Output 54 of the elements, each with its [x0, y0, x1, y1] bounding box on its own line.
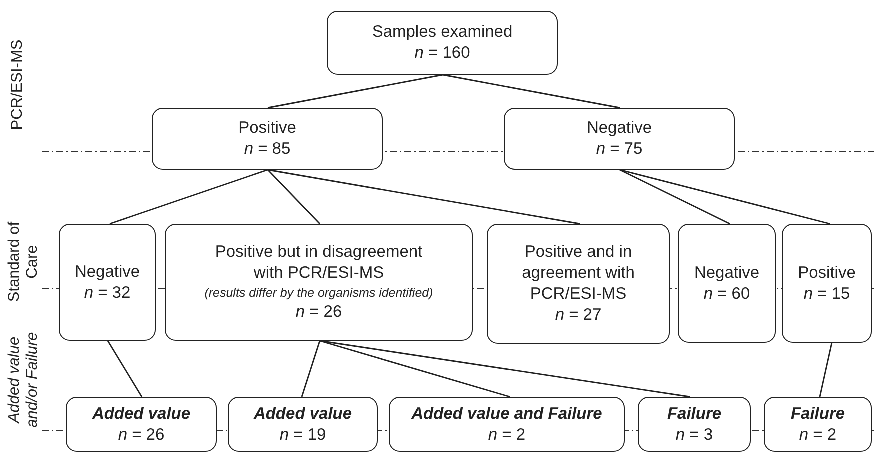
- category-box: [152, 108, 383, 170]
- category-box: [782, 224, 872, 343]
- count-text: n = 85: [244, 139, 291, 160]
- category-label: Positive: [238, 118, 296, 139]
- connector-line: [110, 169, 268, 225]
- outcome-box: [764, 397, 872, 452]
- count-text: n = 32: [84, 282, 131, 304]
- connector-line: [268, 170, 320, 224]
- connector-line: [268, 74, 444, 109]
- connector-line: [442, 74, 620, 109]
- note-text: (results differ by the organisms identified): [204, 285, 434, 302]
- outcome-box: [66, 397, 217, 452]
- count-text: n = 15: [804, 284, 850, 304]
- category-box: [327, 11, 558, 75]
- connector-line: [620, 169, 730, 225]
- count-text: n = 75: [596, 139, 643, 160]
- connector-line: [320, 340, 690, 398]
- category-label: Negative: [694, 262, 760, 284]
- outcome-label: Failure: [790, 404, 846, 424]
- connector-line: [620, 169, 830, 225]
- connector-line: [107, 340, 143, 398]
- connector-line: [268, 169, 580, 225]
- count-text: n = 3: [676, 424, 714, 446]
- category-label: Negative: [586, 118, 652, 139]
- count-text: n = 26: [118, 424, 165, 446]
- outcome-box: [638, 397, 751, 452]
- row-heading: Standard of Care: [6, 220, 42, 304]
- outcome-label: Added value and Failure: [412, 404, 602, 424]
- count-text: n = 2: [799, 424, 837, 446]
- category-box: [59, 224, 156, 341]
- connector-line: [301, 340, 321, 398]
- category-box: [487, 224, 670, 344]
- outcome-box: [389, 397, 625, 452]
- outcome-box: [228, 397, 378, 452]
- category-label: Samples examined: [372, 22, 513, 43]
- category-label: Negative: [74, 262, 140, 282]
- category-box: [165, 224, 473, 341]
- category-label: Positive: [798, 262, 856, 284]
- category-label: Positive but in disagreement with PCR/ESI-MS: [214, 242, 424, 284]
- count-text: n = 160: [414, 43, 470, 64]
- row-heading: Added value and/or Failure: [6, 331, 42, 430]
- category-box: [504, 108, 735, 170]
- outcome-label: Added value: [92, 404, 191, 424]
- count-text: n = 26: [296, 302, 342, 323]
- count-text: n = 2: [488, 424, 526, 446]
- connector-line: [819, 342, 833, 398]
- count-text: n = 19: [280, 424, 326, 446]
- count-text: n = 27: [555, 305, 602, 326]
- count-text: n = 60: [704, 284, 750, 304]
- connector-line: [320, 340, 510, 398]
- outcome-label: Failure: [667, 404, 722, 424]
- category-box: [678, 224, 776, 343]
- row-heading: PCR/ESI-MS: [8, 38, 27, 132]
- outcome-label: Added value: [254, 404, 352, 424]
